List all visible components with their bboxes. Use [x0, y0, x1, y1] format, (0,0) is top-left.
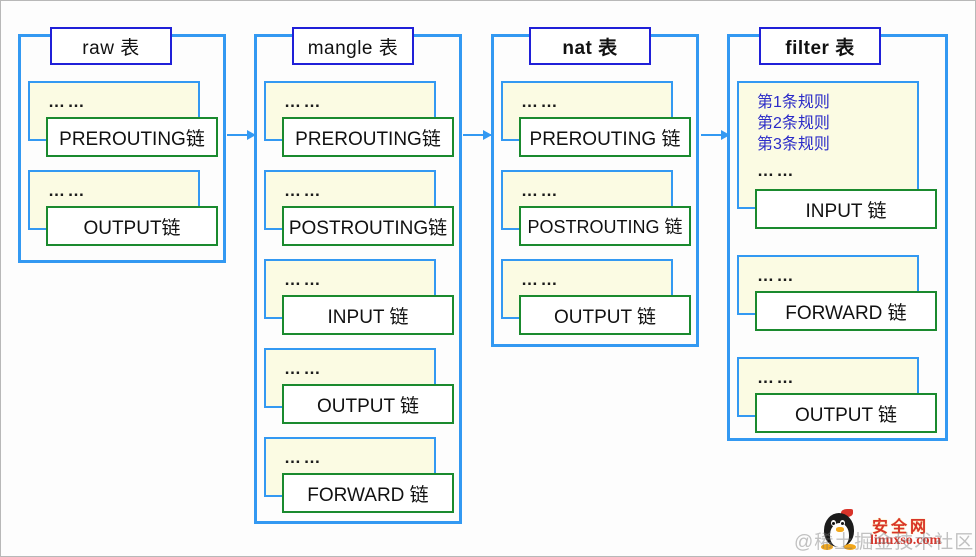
- rules-ellipsis: ……: [521, 181, 560, 200]
- chain-plate-output[interactable]: OUTPUT 链: [519, 295, 691, 335]
- table-title-filter: filter 表: [759, 27, 881, 65]
- chain-plate-output[interactable]: OUTPUT 链: [755, 393, 937, 433]
- penguin-pupil-right: [841, 522, 844, 525]
- penguin-belly: [830, 523, 849, 547]
- chain-plate-forward[interactable]: FORWARD 链: [282, 473, 454, 513]
- chain-group-mangle-forward: …… FORWARD 链: [264, 437, 454, 517]
- rules-ellipsis: ……: [284, 92, 323, 111]
- arrow-raw-to-mangle: [227, 130, 256, 140]
- chain-plate-input[interactable]: INPUT 链: [755, 189, 937, 229]
- penguin-beak: [836, 527, 844, 532]
- penguin-body: [824, 513, 854, 547]
- rules-ellipsis: ……: [284, 270, 323, 289]
- rule-line-3: 第3条规则: [757, 136, 830, 153]
- rules-ellipsis: ……: [521, 92, 560, 111]
- watermark: 安全网 linuxso.com @稀土掘金技术社区: [794, 501, 975, 556]
- table-title-mangle: mangle 表: [292, 27, 414, 65]
- chain-plate-forward[interactable]: FORWARD 链: [755, 291, 937, 331]
- arrow-mangle-to-nat: [463, 130, 492, 140]
- chain-plate-input[interactable]: INPUT 链: [282, 295, 454, 335]
- chain-plate-postrouting[interactable]: POSTROUTING 链: [519, 206, 691, 246]
- chain-group-mangle-postrouting: …… POSTROUTING链: [264, 170, 454, 250]
- chain-group-filter-input: 第1条规则 第2条规则 第3条规则 …… INPUT 链: [737, 81, 937, 233]
- penguin-pupil-left: [832, 522, 835, 525]
- chain-plate-prerouting[interactable]: PREROUTING链: [282, 117, 454, 157]
- chain-group-raw-prerouting: …… PREROUTING链: [28, 81, 218, 161]
- rules-ellipsis: ……: [284, 359, 323, 378]
- rules-ellipsis: ……: [521, 270, 560, 289]
- chain-plate-output[interactable]: OUTPUT链: [46, 206, 218, 246]
- watermark-site-name: 安全网: [872, 519, 930, 536]
- chain-group-nat-output: …… OUTPUT 链: [501, 259, 691, 339]
- rules-ellipsis: ……: [48, 181, 87, 200]
- watermark-url: linuxso.com: [870, 533, 942, 548]
- chain-plate-postrouting[interactable]: POSTROUTING链: [282, 206, 454, 246]
- bow-icon: [841, 509, 853, 517]
- rules-ellipsis: ……: [757, 161, 796, 180]
- chain-group-nat-prerouting: …… PREROUTING 链: [501, 81, 691, 161]
- rules-ellipsis: ……: [284, 181, 323, 200]
- rules-ellipsis: ……: [757, 368, 796, 387]
- penguin-eye-left: [831, 520, 836, 526]
- chain-group-mangle-prerouting: …… PREROUTING链: [264, 81, 454, 161]
- rule-line-1: 第1条规则: [757, 94, 830, 111]
- watermark-ghost-text: @稀土掘金技术社区: [794, 532, 975, 553]
- chain-plate-prerouting[interactable]: PREROUTING 链: [519, 117, 691, 157]
- chain-plate-prerouting[interactable]: PREROUTING链: [46, 117, 218, 157]
- arrow-nat-to-filter: [701, 130, 730, 140]
- rule-line-2: 第2条规则: [757, 115, 830, 132]
- chain-group-nat-postrouting: …… POSTROUTING 链: [501, 170, 691, 250]
- rules-ellipsis: ……: [757, 266, 796, 285]
- rules-ellipsis: ……: [48, 92, 87, 111]
- table-title-raw: raw 表: [50, 27, 172, 65]
- chain-group-filter-forward: …… FORWARD 链: [737, 255, 937, 335]
- penguin-foot-left: [821, 544, 833, 550]
- penguin-foot-right: [844, 544, 856, 550]
- chain-group-filter-output: …… OUTPUT 链: [737, 357, 937, 437]
- chain-group-raw-output: …… OUTPUT链: [28, 170, 218, 250]
- table-title-nat: nat 表: [529, 27, 651, 65]
- penguin-icon: [818, 507, 862, 551]
- chain-plate-output[interactable]: OUTPUT 链: [282, 384, 454, 424]
- chain-group-mangle-input: …… INPUT 链: [264, 259, 454, 339]
- chain-group-mangle-output: …… OUTPUT 链: [264, 348, 454, 428]
- penguin-eye-right: [840, 520, 845, 526]
- rules-ellipsis: ……: [284, 448, 323, 467]
- chain-rules-panel: 第1条规则 第2条规则 第3条规则 ……: [737, 81, 919, 209]
